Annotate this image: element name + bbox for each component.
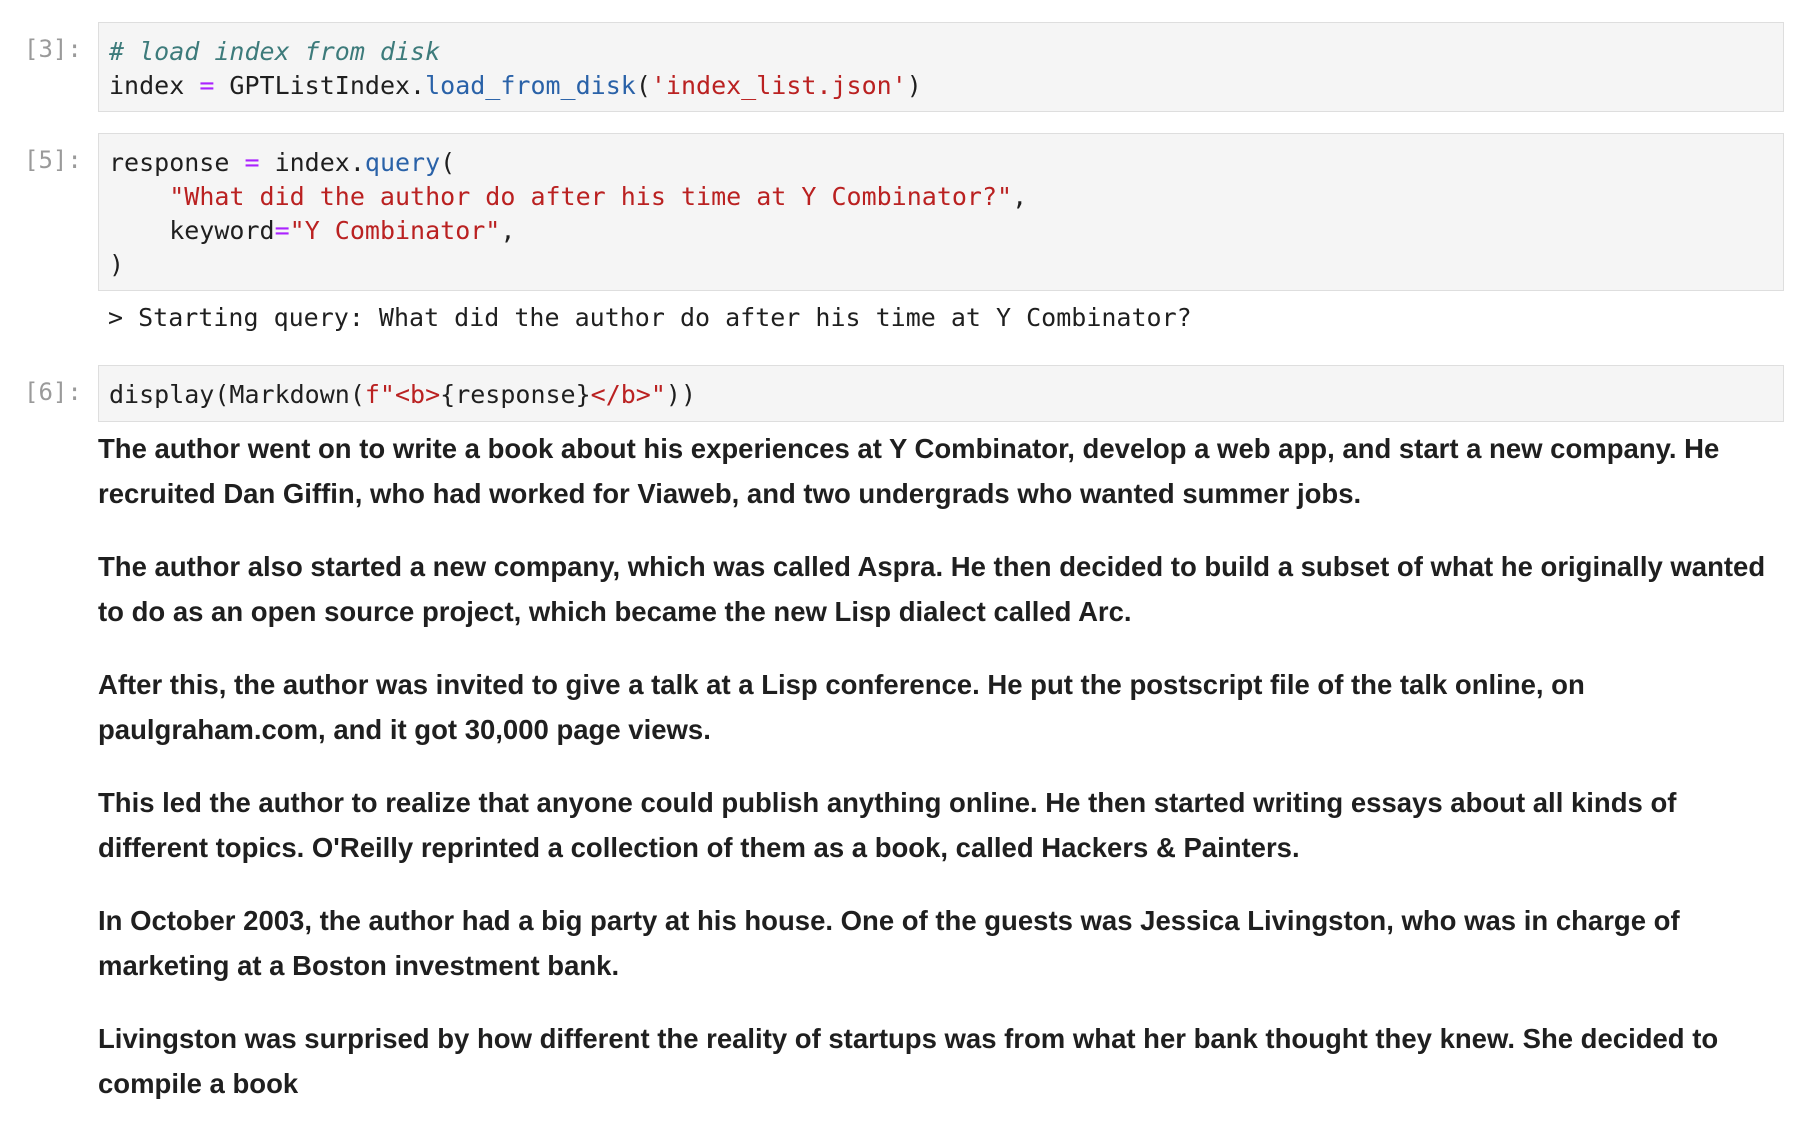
code-text: display(Markdown( xyxy=(109,380,365,409)
code-text: ) xyxy=(109,250,125,279)
markdown-output: The author went on to write a book about… xyxy=(98,426,1778,1134)
code-block: response = index.query( "What did the au… xyxy=(109,146,1773,282)
code-line: ) xyxy=(109,248,1773,282)
code-text: keyword xyxy=(109,216,275,245)
code-input[interactable]: display(Markdown(f"<b>{response}</b>")) xyxy=(98,365,1784,422)
cell-prompt: [5]: xyxy=(24,146,82,174)
output-paragraph: The author also started a new company, w… xyxy=(98,551,1766,627)
code-input[interactable]: response = index.query( "What did the au… xyxy=(98,133,1784,291)
code-string: 'index_list.json' xyxy=(650,71,907,100)
code-block: # load index from disk index = GPTListInd… xyxy=(109,35,1773,103)
output-paragraph: This led the author to realize that anyo… xyxy=(98,787,1677,863)
code-text: ) xyxy=(906,71,922,100)
code-line: keyword="Y Combinator", xyxy=(109,214,1773,248)
code-operator: = xyxy=(244,148,260,177)
code-function: query xyxy=(364,148,441,177)
code-line: # load index from disk xyxy=(109,35,1773,69)
code-text: index. xyxy=(259,148,365,177)
code-text: {response} xyxy=(440,380,591,409)
output-paragraph: Livingston was surprised by how differen… xyxy=(98,1023,1719,1099)
code-text: , xyxy=(500,216,516,245)
code-line: display(Markdown(f"<b>{response}</b>")) xyxy=(109,378,1773,412)
cell-prompt: [3]: xyxy=(24,35,82,63)
code-function: load_from_disk xyxy=(425,71,636,100)
code-text: response xyxy=(109,148,245,177)
code-block: display(Markdown(f"<b>{response}</b>")) xyxy=(109,378,1773,412)
code-line: "What did the author do after his time a… xyxy=(109,180,1773,214)
code-line: response = index.query( xyxy=(109,146,1773,180)
code-string: </b>" xyxy=(590,380,666,409)
code-input[interactable]: # load index from disk index = GPTListInd… xyxy=(98,22,1784,112)
code-text: GPTListIndex. xyxy=(214,71,426,100)
code-text: ( xyxy=(440,148,456,177)
output-paragraph: After this, the author was invited to gi… xyxy=(98,669,1585,745)
code-text: )) xyxy=(665,380,697,409)
code-string: "Y Combinator" xyxy=(289,216,501,245)
code-string: f"<b> xyxy=(364,380,441,409)
cell-prompt: [6]: xyxy=(24,378,82,406)
code-operator: = xyxy=(199,71,215,100)
code-text xyxy=(109,182,169,211)
code-operator: = xyxy=(274,216,290,245)
code-text: index xyxy=(109,71,200,100)
code-comment: # load index from disk xyxy=(109,37,441,66)
code-text: , xyxy=(1012,182,1028,211)
stream-output: > Starting query: What did the author do… xyxy=(108,303,1192,332)
output-paragraph: In October 2003, the author had a big pa… xyxy=(98,905,1680,981)
code-line: index = GPTListIndex.load_from_disk('ind… xyxy=(109,69,1773,103)
output-paragraph: The author went on to write a book about… xyxy=(98,433,1720,509)
code-string: "What did the author do after his time a… xyxy=(169,182,1013,211)
code-text: ( xyxy=(635,71,651,100)
